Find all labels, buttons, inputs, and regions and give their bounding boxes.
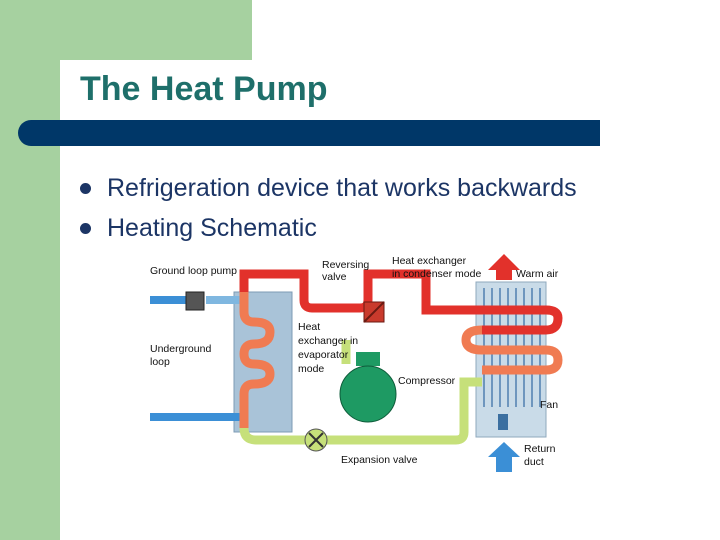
heat-pump-schematic: Ground loop pump Reversing valve Heat ex… <box>150 254 563 472</box>
label-return-duct: duct <box>524 456 544 468</box>
label-fan: Fan <box>540 399 558 411</box>
cool-refrigerant-pipe <box>239 377 482 445</box>
bullet-dot-icon <box>80 182 91 194</box>
label-underground-loop: Underground <box>150 343 211 355</box>
compressor-icon <box>339 365 397 423</box>
green-top-block <box>0 0 252 60</box>
label-ground-loop-pump: Ground loop pump <box>150 265 237 277</box>
compressor-top <box>356 352 380 366</box>
evaporator-coil-pipe <box>239 292 275 428</box>
hot-refrigerant-pipe <box>239 269 563 335</box>
bullet-item: Refrigeration device that works backward… <box>80 168 577 208</box>
label-warm-air: Warm air <box>516 268 559 280</box>
title-underline-bar <box>18 120 600 146</box>
label-compressor: Compressor <box>398 375 456 387</box>
label-evaporator-exchanger: exchanger in <box>298 335 358 347</box>
ground-loop-pump-icon <box>185 291 205 311</box>
label-reversing-valve: valve <box>322 271 347 283</box>
label-reversing-valve: Reversing <box>322 259 369 271</box>
label-evaporator-exchanger: Heat <box>298 321 320 333</box>
return-air-arrow-icon <box>488 442 520 472</box>
condenser-exchanger-box <box>475 281 547 438</box>
warm-air-arrow-icon <box>488 254 520 280</box>
bullet-item: Heating Schematic <box>80 208 577 248</box>
label-evaporator-exchanger: evaporator <box>298 349 349 361</box>
bullet-list: Refrigeration device that works backward… <box>80 168 577 248</box>
bullet-text: Refrigeration device that works backward… <box>107 173 577 202</box>
fan-icon <box>498 414 508 430</box>
bullet-dot-icon <box>80 222 91 234</box>
label-return-duct: Return <box>524 443 556 455</box>
label-expansion-valve: Expansion valve <box>341 454 418 466</box>
label-condenser-exchanger: in condenser mode <box>392 268 481 280</box>
bullet-text: Heating Schematic <box>107 213 317 242</box>
label-underground-loop: loop <box>150 356 170 368</box>
warm-refrigerant-pipe <box>461 325 563 375</box>
label-condenser-exchanger: Heat exchanger <box>392 255 467 267</box>
label-evaporator-exchanger: mode <box>298 363 324 375</box>
slide-title: The Heat Pump <box>80 70 328 108</box>
green-sidebar <box>0 0 60 540</box>
